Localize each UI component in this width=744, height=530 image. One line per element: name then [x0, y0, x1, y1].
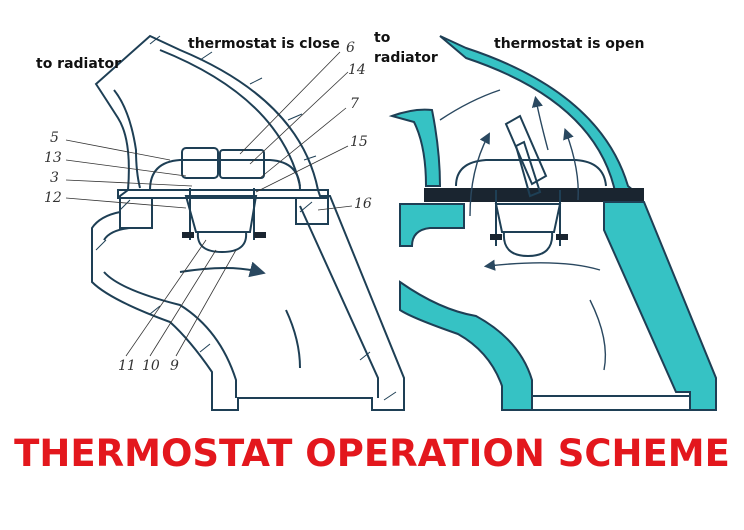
part-leaders [65, 51, 353, 357]
part-number-12: 12 [44, 190, 62, 206]
part-number-3: 3 [50, 170, 59, 186]
label-to-radiator-right-line1: to [374, 30, 391, 46]
label-to-radiator-right-line2: radiator [374, 50, 438, 66]
part-number-16: 16 [354, 196, 372, 212]
page-title: THERMOSTAT OPERATION SCHEME [14, 432, 730, 475]
label-thermostat-closed: thermostat is close [188, 36, 340, 52]
part-number-15: 15 [350, 134, 368, 150]
label-thermostat-open: thermostat is open [494, 36, 645, 52]
part-number-11: 11 [118, 358, 136, 374]
part-number-7: 7 [350, 96, 359, 112]
part-number-10: 10 [142, 358, 160, 374]
part-number-14: 14 [348, 62, 366, 78]
part-number-13: 13 [44, 150, 62, 166]
part-number-6: 6 [346, 40, 355, 56]
housing-open [388, 35, 717, 411]
housing-closed [91, 34, 405, 411]
housing-closed-hatch [95, 35, 397, 401]
part-number-5: 5 [50, 130, 59, 146]
label-to-radiator-left: to radiator [36, 56, 122, 72]
part-number-9: 9 [170, 358, 179, 374]
bolts [182, 232, 568, 240]
